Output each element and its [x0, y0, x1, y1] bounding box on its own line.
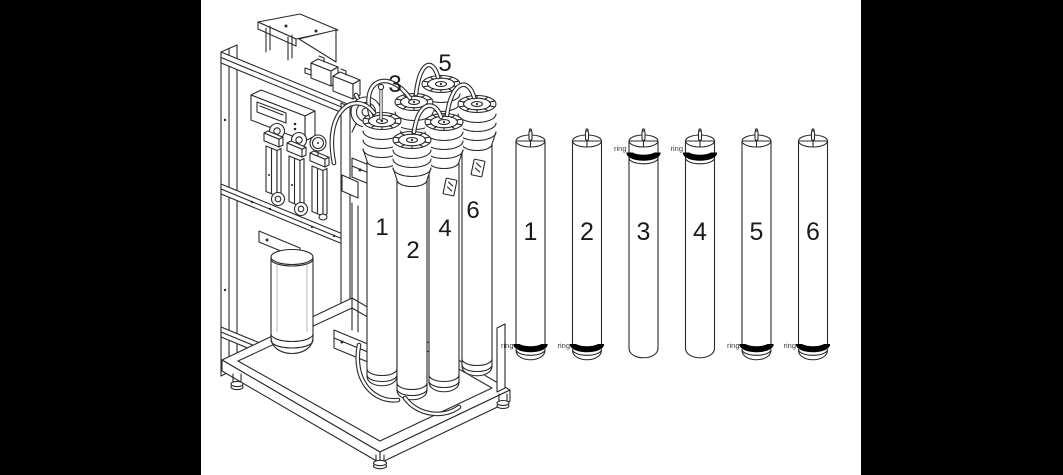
leveling-foot [230, 373, 244, 391]
drain-tubing [355, 342, 462, 417]
ring-label: ring [670, 144, 683, 153]
brine-seal-ring [626, 151, 661, 161]
leveling-foot [496, 393, 510, 410]
membrane-element-3: ring 3 [614, 128, 661, 359]
element-number: 4 [693, 218, 707, 246]
brine-seal-ring [739, 343, 774, 353]
top-bracket [257, 13, 339, 63]
ring-label: ring [614, 144, 627, 153]
element-number: 3 [637, 218, 651, 246]
ring-label: ring [501, 341, 514, 350]
lcd-display [256, 101, 287, 124]
machine-callouts: 1 2 3 4 5 6 [375, 50, 479, 264]
ring-label: ring [727, 341, 740, 350]
membrane-element-4: ring 4 [670, 128, 718, 359]
element-number: 1 [524, 218, 538, 246]
machine-illustration: 1 2 3 4 5 6 [220, 13, 511, 470]
vessel-2 [392, 130, 432, 401]
membrane-element-6: ring 6 [783, 128, 831, 361]
brine-seal-ring [682, 151, 718, 161]
prefilter-housing [258, 230, 314, 355]
machine-label-2: 2 [406, 237, 419, 264]
membrane-element-1: ring 1 [501, 128, 548, 361]
right-crop-bar [861, 0, 1063, 475]
brine-seal-ring [795, 343, 831, 353]
flow-meters [263, 130, 330, 221]
flow-meter [309, 150, 330, 217]
brine-seal-ring [513, 343, 548, 353]
element-number: 2 [580, 218, 594, 246]
leveling-foot [372, 454, 388, 470]
flow-meter [263, 130, 284, 197]
element-number: 6 [806, 218, 820, 246]
brine-seal-ring [569, 343, 605, 353]
membrane-element-2: ring 2 [557, 128, 605, 361]
ring-label: ring [557, 341, 570, 350]
pressure-gauge [309, 134, 327, 157]
flow-meter [286, 140, 307, 207]
vessel-6 [457, 94, 497, 377]
left-crop-bar [0, 0, 201, 475]
vessel-sticker [470, 158, 486, 178]
ring-label: ring [783, 341, 796, 350]
interconnect-hoses [329, 62, 477, 166]
element-number: 5 [750, 218, 764, 246]
membrane-element-5: ring 5 [727, 128, 774, 361]
machine-label-1: 1 [375, 214, 388, 241]
machine-label-5: 5 [438, 50, 451, 77]
machine-label-3: 3 [388, 71, 401, 98]
machine-label-6: 6 [466, 197, 479, 224]
machine-label-4: 4 [438, 215, 451, 242]
membrane-elements-row: ring 1 ring 2 ring 3 [501, 128, 831, 361]
vessel-sticker [442, 177, 458, 197]
